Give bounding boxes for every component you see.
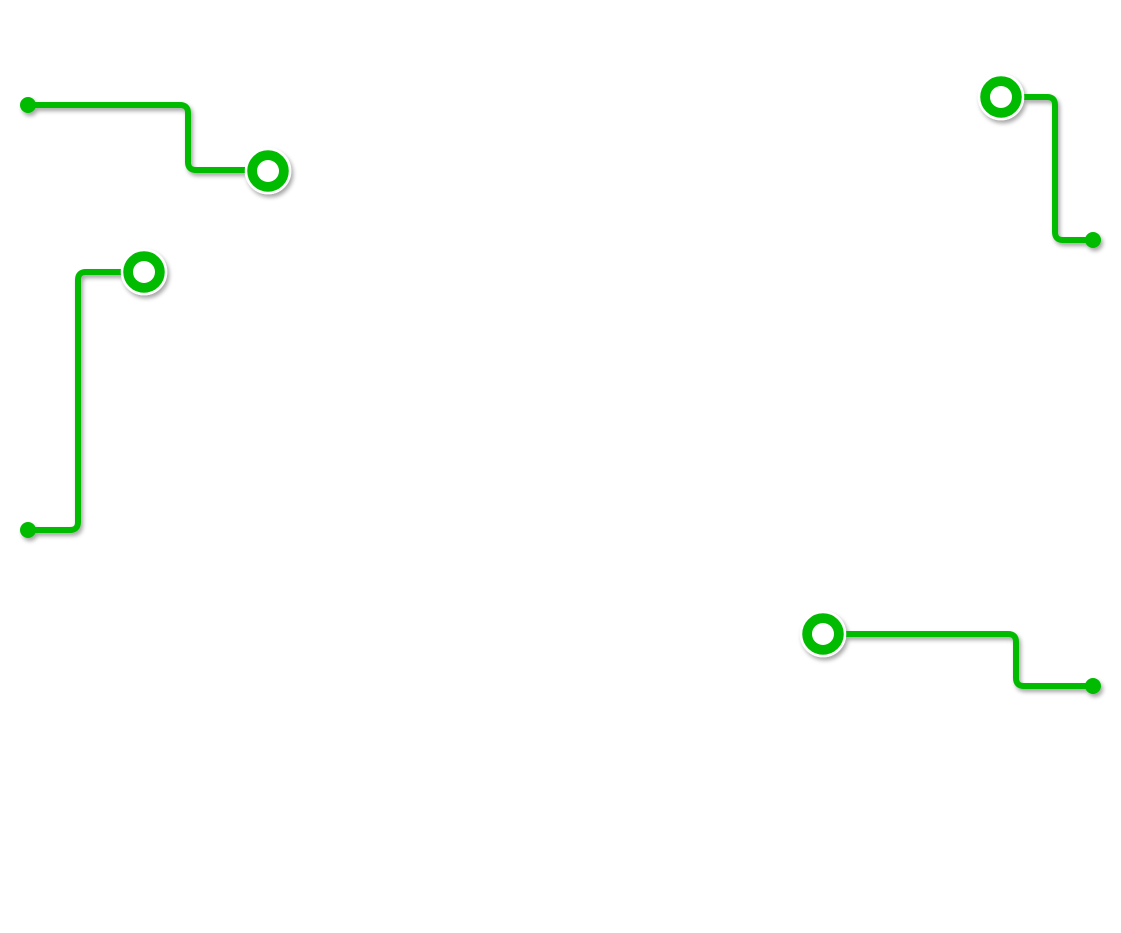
connector-line [1001,94,1093,243]
connector-line [28,102,268,173]
ring-node-hole [133,261,155,283]
endpoint-dot [1085,678,1101,694]
ring-node-hole [257,160,279,182]
connector-bottom-right [799,610,1101,694]
ring-node-hole [990,86,1012,108]
endpoint-dot [20,522,36,538]
connector-top-left [20,97,292,195]
connector-line [28,269,144,533]
connector-line [823,631,1093,689]
connector-top-right [977,73,1101,248]
endpoint-dot [1085,232,1101,248]
connector-mid-left [20,248,168,538]
endpoint-dot [20,97,36,113]
ring-node-hole [812,623,834,645]
